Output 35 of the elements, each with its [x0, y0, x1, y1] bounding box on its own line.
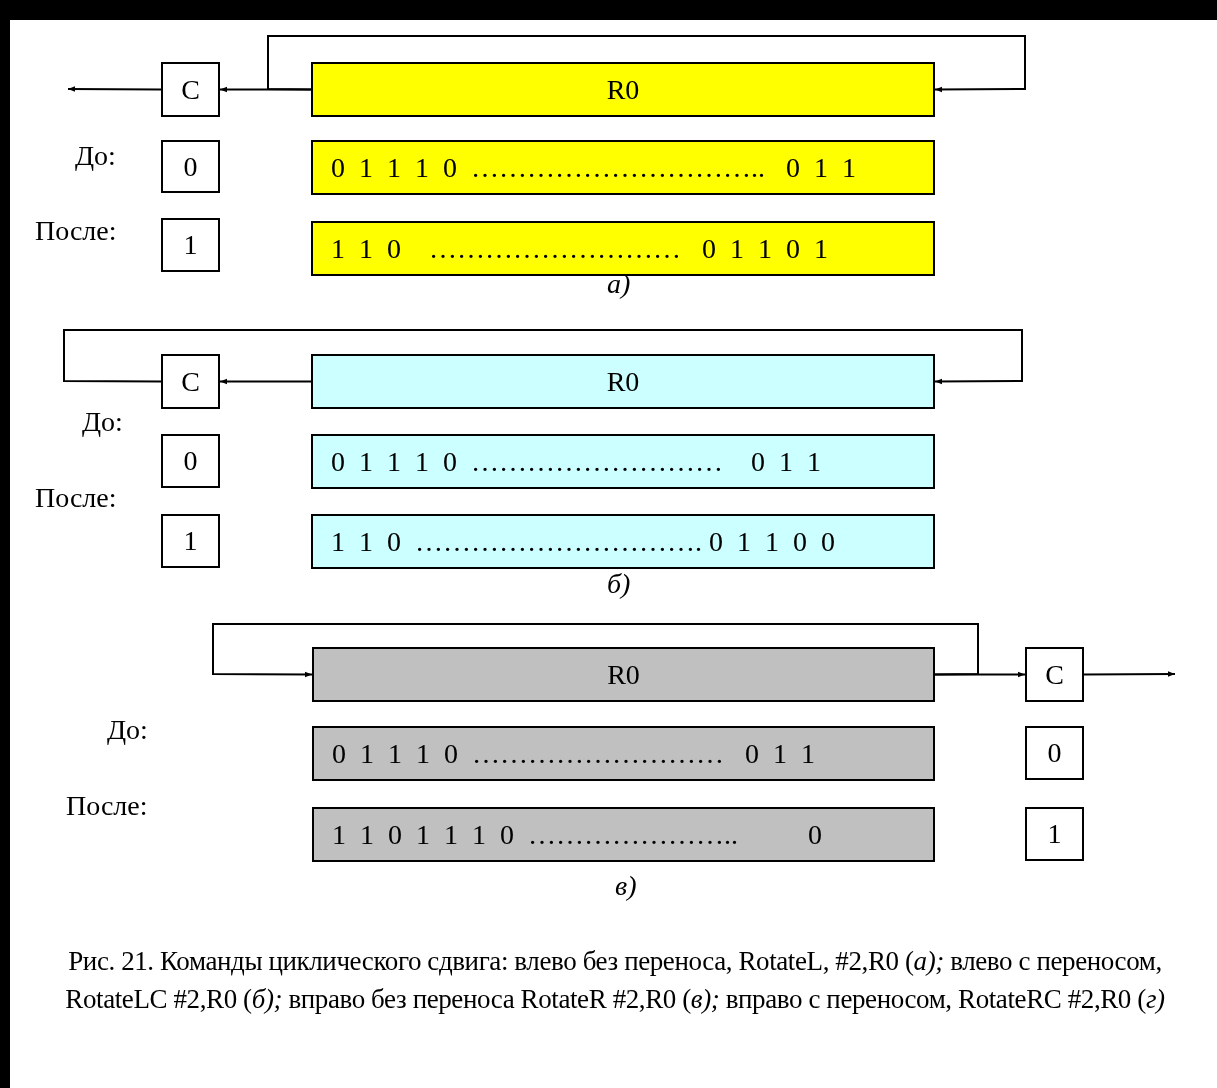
carry-flag-box: C: [161, 354, 220, 409]
arrow: [67, 86, 162, 92]
carry-value-box: 0: [161, 434, 220, 488]
register-value-bar: 0 1 1 1 0 ………………………….. 0 1 1: [311, 140, 935, 195]
arrow: [212, 623, 979, 678]
figure-caption: Рис. 21. Команды циклического сдвига: влево без переноса, RotateL, #2,R0 (а); влево с переносом, RotateLC #2,R0 (б); вправо без переноса RotateR #2,R0 (в); вправо с переносом, RotateRC #2,R0 (г): [64, 945, 1166, 1016]
register-value-bar: 1 1 0 …………………………. 0 1 1 0 0: [311, 514, 935, 569]
arrow: [219, 378, 312, 385]
carry-flag-box: C: [1025, 647, 1084, 702]
register-bar: R0: [312, 647, 935, 702]
register-bar: R0: [311, 62, 935, 117]
carry-value-box: 1: [1025, 807, 1084, 861]
row-label: До:: [107, 714, 148, 746]
panel-label: в): [615, 870, 637, 902]
carry-value-box: 1: [161, 514, 220, 568]
arrow: [267, 35, 1026, 93]
row-label: После:: [35, 215, 117, 247]
register-value-bar: 1 1 0 ……………………… 0 1 1 0 1: [311, 221, 935, 276]
register-bar: R0: [311, 354, 935, 409]
carry-flag-box: C: [161, 62, 220, 117]
arrow: [219, 86, 312, 93]
panel-label: б): [607, 568, 631, 600]
register-value-bar: 0 1 1 1 0 ……………………… 0 1 1: [311, 434, 935, 489]
carry-value-box: 0: [161, 140, 220, 193]
row-label: После:: [66, 790, 148, 822]
register-value-bar: 1 1 0 1 1 1 0 ………………….. 0: [312, 807, 935, 862]
row-label: До:: [75, 140, 116, 172]
row-label: До:: [82, 406, 123, 438]
arrow: [934, 671, 1026, 678]
carry-value-box: 0: [1025, 726, 1084, 780]
register-value-bar: 0 1 1 1 0 ……………………… 0 1 1: [312, 726, 935, 781]
arrow: [1083, 671, 1176, 677]
carry-value-box: 1: [161, 218, 220, 272]
arrow: [63, 329, 1023, 385]
row-label: После:: [35, 482, 117, 514]
